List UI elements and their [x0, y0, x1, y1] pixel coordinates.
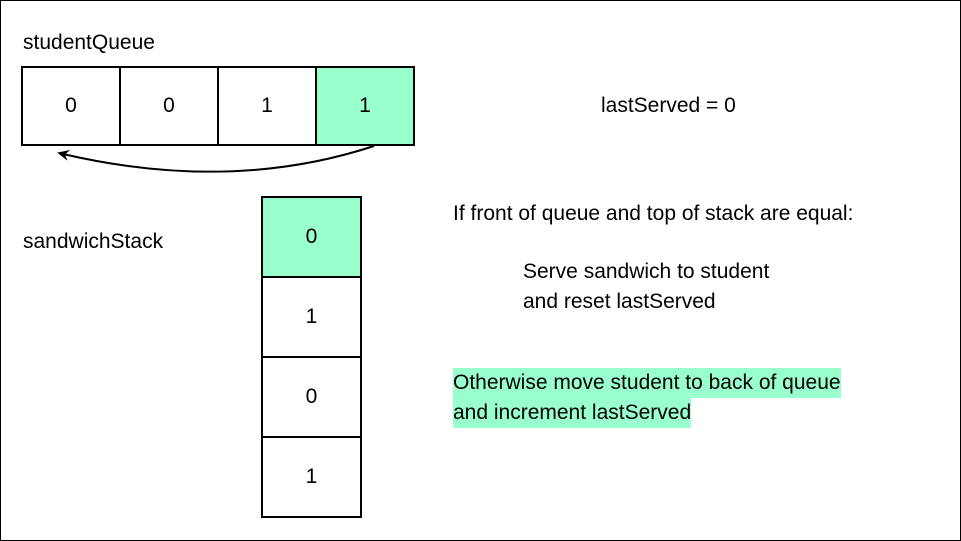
queue-cell: 1: [217, 66, 317, 146]
rule-serve-line-2: and reset lastServed: [523, 290, 716, 313]
rule-otherwise-line-1: Otherwise move student to back of queue: [453, 368, 841, 398]
rule-serve-line-1: Serve sandwich to student: [523, 260, 770, 283]
sandwich-stack: 0 1 0 1: [261, 196, 362, 518]
sandwich-stack-label: sandwichStack: [23, 230, 164, 253]
student-queue-label: studentQueue: [23, 31, 155, 54]
last-served-text: lastServed = 0: [601, 94, 736, 117]
student-queue: 0 0 1 1: [21, 66, 415, 146]
stack-cell: 1: [261, 436, 362, 518]
queue-cell: 1: [315, 66, 415, 146]
stack-cell: 0: [261, 196, 362, 278]
rule-condition: If front of queue and top of stack are e…: [453, 202, 854, 225]
rule-otherwise-block: Otherwise move student to back of queue …: [453, 368, 841, 428]
stack-cell: 1: [261, 276, 362, 358]
rule-otherwise-line-2: and increment lastServed: [453, 398, 692, 428]
stack-cell: 0: [261, 356, 362, 438]
